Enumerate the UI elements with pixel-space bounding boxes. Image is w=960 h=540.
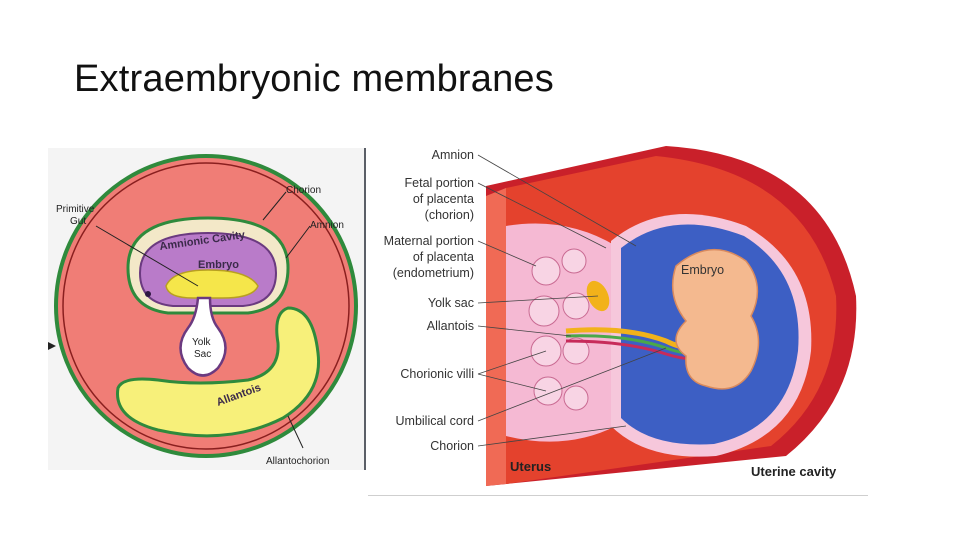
label-primitive-gut-line2: Gut: [70, 216, 86, 227]
placenta-illustration: Amnion Fetal portion of placenta (chorio…: [366, 136, 872, 502]
label-yolk-sac-line2: Sac: [194, 349, 211, 360]
label-embryo: Embryo: [198, 259, 239, 271]
label-amnion: Amnion: [310, 220, 344, 231]
label-yolk-sac-right: Yolk sac: [428, 296, 474, 310]
label-fetal-portion-2: of placenta: [413, 192, 474, 206]
label-fetal-portion-3: (chorion): [425, 208, 474, 222]
label-uterus: Uterus: [510, 459, 551, 474]
label-allantois-right: Allantois: [427, 319, 474, 333]
placenta-svg: Amnion Fetal portion of placenta (chorio…: [366, 136, 872, 502]
label-maternal-portion-2: of placenta: [413, 250, 474, 264]
label-uterine-cavity: Uterine cavity: [751, 464, 837, 479]
label-maternal-portion-3: (endometrium): [393, 266, 474, 280]
cavity-dot: [145, 291, 151, 297]
label-umbilical-cord: Umbilical cord: [396, 414, 475, 428]
uterus-cut-face: [486, 188, 506, 486]
slide-title: Extraembryonic membranes: [74, 58, 554, 101]
label-fetal-portion-1: Fetal portion: [405, 176, 475, 190]
pointer-arrow-icon: [48, 342, 56, 350]
label-chorion-right: Chorion: [430, 439, 474, 453]
label-amnion-right: Amnion: [432, 148, 474, 162]
label-chorionic-villi: Chorionic villi: [400, 367, 474, 381]
label-chorion: Chorion: [286, 185, 321, 196]
label-allantochorion: Allantochorion: [266, 456, 329, 467]
label-maternal-portion-1: Maternal portion: [384, 234, 474, 248]
extraembryonic-membranes-schematic: Primitive Gut Chorion Amnion Amnionic Ca…: [48, 148, 366, 470]
label-primitive-gut-line1: Primitive: [56, 204, 95, 215]
bottom-rule: [368, 495, 868, 496]
label-yolk-sac-line1: Yolk: [192, 337, 212, 348]
label-embryo-right: Embryo: [681, 263, 724, 277]
schematic-svg: Primitive Gut Chorion Amnion Amnionic Ca…: [48, 148, 366, 470]
placenta-region: [506, 224, 616, 442]
